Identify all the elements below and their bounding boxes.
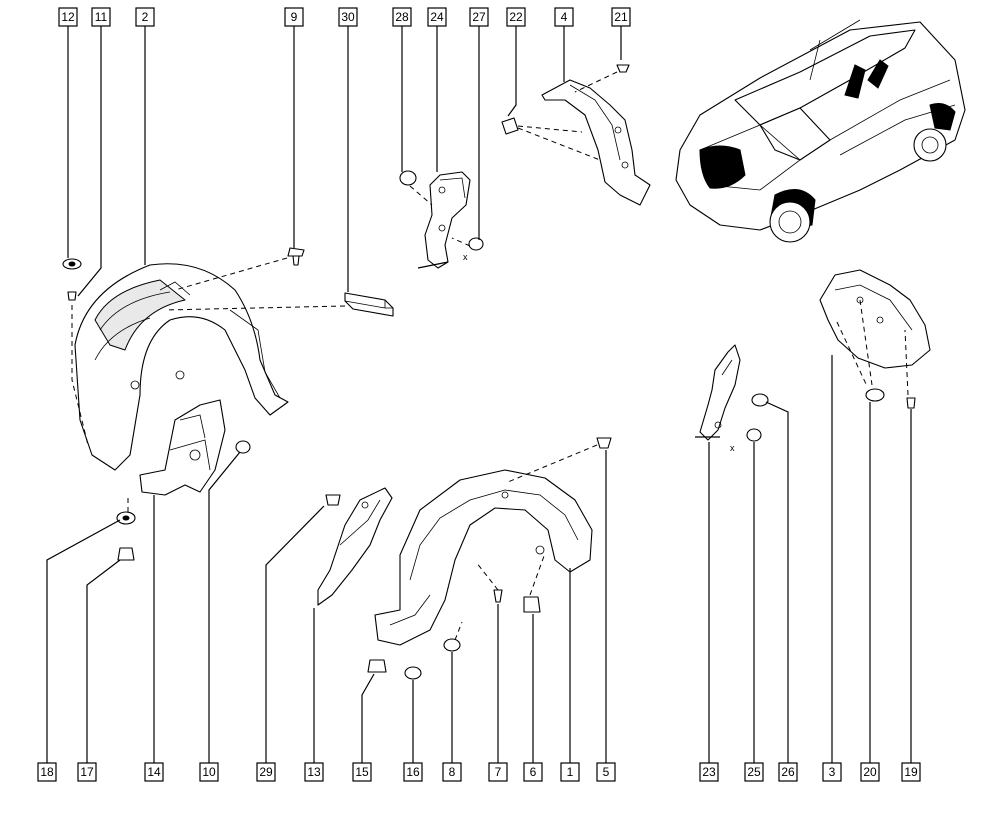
svg-text:1: 1	[567, 765, 574, 779]
svg-text:x: x	[463, 252, 468, 262]
callout-7: 7	[488, 762, 508, 782]
callout-21: 21	[611, 7, 631, 27]
callouts-top: 12 11 2 9 30 28 24 27 22 4 21	[58, 7, 631, 27]
callout-2: 2	[135, 7, 155, 27]
callout-12: 12	[58, 7, 78, 27]
callout-26: 26	[778, 762, 798, 782]
callout-20: 20	[860, 762, 880, 782]
callout-5: 5	[596, 762, 616, 782]
svg-text:17: 17	[80, 765, 94, 779]
callout-4: 4	[554, 7, 574, 27]
leader-lines	[46, 26, 912, 763]
svg-text:9: 9	[291, 10, 298, 24]
svg-text:25: 25	[747, 765, 761, 779]
callout-22: 22	[506, 7, 526, 27]
svg-text:27: 27	[472, 10, 486, 24]
callout-10: 10	[199, 762, 219, 782]
callout-27: 27	[469, 7, 489, 27]
svg-text:3: 3	[829, 765, 836, 779]
callout-13: 13	[304, 762, 324, 782]
callout-24: 24	[427, 7, 447, 27]
svg-text:24: 24	[430, 10, 444, 24]
svg-text:x: x	[730, 443, 735, 453]
callouts-bottom: 18 17 14 10 29 13 15 16 8 7 6 1 5 23 25 …	[37, 762, 921, 782]
callout-18: 18	[37, 762, 57, 782]
callout-15: 15	[352, 762, 372, 782]
svg-text:8: 8	[449, 765, 456, 779]
part-23-bracket-right: x	[695, 344, 741, 453]
callout-1: 1	[560, 762, 580, 782]
svg-text:2: 2	[142, 10, 149, 24]
callout-25: 25	[744, 762, 764, 782]
svg-text:13: 13	[307, 765, 321, 779]
part-13-side-panel	[317, 487, 393, 606]
callout-29: 29	[256, 762, 276, 782]
callout-3: 3	[822, 762, 842, 782]
fasteners	[62, 64, 916, 680]
svg-text:7: 7	[495, 765, 502, 779]
svg-text:5: 5	[603, 765, 610, 779]
svg-text:12: 12	[61, 10, 75, 24]
callout-19: 19	[901, 762, 921, 782]
part-2-inner-wing-left	[74, 263, 289, 471]
svg-text:18: 18	[40, 765, 54, 779]
svg-text:21: 21	[614, 10, 628, 24]
callout-30: 30	[338, 7, 358, 27]
svg-text:11: 11	[95, 10, 108, 24]
part-4-arch-liner-top	[541, 79, 651, 206]
svg-text:23: 23	[702, 765, 716, 779]
part-24-bracket: x	[417, 171, 471, 269]
svg-text:19: 19	[904, 765, 918, 779]
assembly-lines	[71, 71, 909, 641]
svg-text:16: 16	[406, 765, 420, 779]
svg-text:14: 14	[147, 765, 161, 779]
callout-6: 6	[523, 762, 543, 782]
part-1-arch-liner-centre	[374, 469, 593, 646]
svg-text:28: 28	[395, 10, 409, 24]
callout-23: 23	[699, 762, 719, 782]
svg-text:4: 4	[561, 10, 568, 24]
svg-text:22: 22	[509, 10, 523, 24]
callout-8: 8	[442, 762, 462, 782]
callout-11: 11	[91, 7, 111, 27]
svg-text:10: 10	[202, 765, 216, 779]
svg-text:30: 30	[341, 10, 355, 24]
callout-9: 9	[284, 7, 304, 27]
part-30-foam-block	[344, 292, 394, 317]
svg-text:20: 20	[863, 765, 877, 779]
callout-16: 16	[403, 762, 423, 782]
part-3-rear-liner	[819, 269, 931, 369]
svg-text:26: 26	[781, 765, 795, 779]
callout-17: 17	[77, 762, 97, 782]
svg-text:29: 29	[259, 765, 273, 779]
part-14-lower-shield	[139, 399, 226, 496]
svg-text:15: 15	[355, 765, 369, 779]
svg-text:6: 6	[530, 765, 537, 779]
callout-14: 14	[144, 762, 164, 782]
vehicle-overview	[675, 19, 966, 243]
callout-28: 28	[392, 7, 412, 27]
